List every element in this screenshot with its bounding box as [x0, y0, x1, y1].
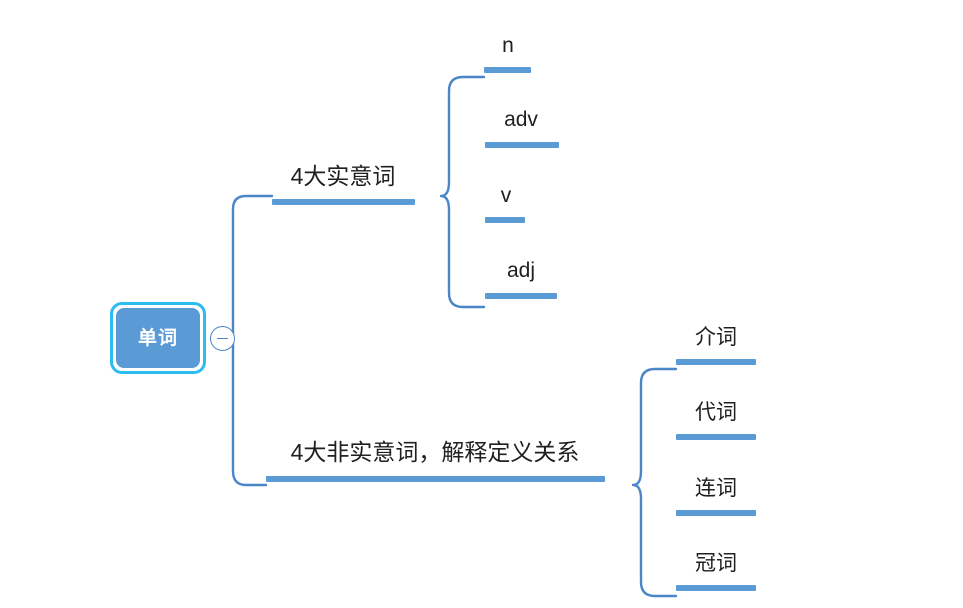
leaf-topic-underline — [485, 142, 559, 149]
connector-brace-content — [439, 75, 486, 309]
leaf-topic-n[interactable]: n — [480, 34, 536, 74]
connector-brace-function — [631, 367, 678, 598]
leaf-topic-underline — [676, 359, 756, 366]
leaf-topic-underline — [485, 217, 525, 224]
leaf-topic-underline — [676, 510, 756, 517]
leaf-topic-label: 介词 — [695, 326, 737, 349]
branch-topic-label: 4大实意词 — [290, 163, 396, 189]
leaf-topic-underline — [484, 67, 531, 74]
root-node-fill: 单词 — [116, 308, 200, 368]
leaf-topic-underline — [676, 434, 756, 441]
leaf-topic-label: 冠词 — [695, 552, 737, 575]
leaf-topic-underline — [485, 293, 557, 300]
root-node-label: 单词 — [137, 327, 178, 349]
leaf-topic-article[interactable]: 冠词 — [676, 552, 756, 592]
branch-topic-underline — [272, 199, 415, 206]
leaf-topic-adj[interactable]: adj — [482, 259, 560, 300]
leaf-topic-adv[interactable]: adv — [482, 108, 560, 149]
leaf-topic-preposition[interactable]: 介词 — [676, 326, 756, 366]
branch-topic-label: 4大非实意词，解释定义关系 — [290, 439, 580, 465]
leaf-topic-label: adj — [506, 259, 536, 282]
leaf-topic-v[interactable]: v — [482, 184, 530, 224]
leaf-topic-label: n — [502, 34, 514, 57]
leaf-topic-underline — [676, 585, 756, 592]
leaf-topic-label: adv — [504, 108, 538, 131]
leaf-topic-label: 代词 — [695, 401, 737, 424]
minus-circle-icon[interactable] — [210, 326, 235, 351]
leaf-topic-pronoun[interactable]: 代词 — [676, 401, 756, 441]
branch-topic-content-words[interactable]: 4大实意词 — [262, 163, 424, 206]
minus-glyph — [217, 337, 228, 340]
branch-topic-underline — [266, 476, 605, 483]
leaf-topic-label: 连词 — [695, 477, 737, 500]
leaf-topic-label: v — [500, 184, 512, 207]
branch-topic-function-words[interactable]: 4大非实意词，解释定义关系 — [256, 439, 614, 483]
leaf-topic-conjunction[interactable]: 连词 — [676, 477, 756, 517]
root-node[interactable]: 单词 — [110, 302, 206, 374]
